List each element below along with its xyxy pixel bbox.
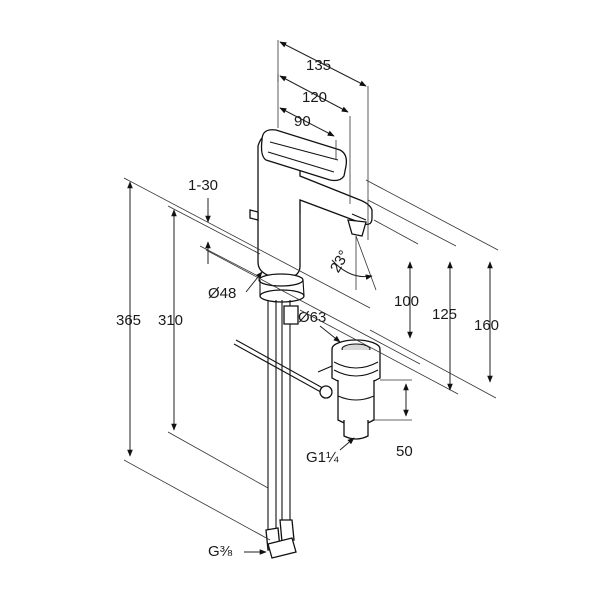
thread-labels: G1¼ G⅜ <box>208 437 355 560</box>
dia-48-label: Ø48 <box>208 285 236 302</box>
dim-90-label: 90 <box>294 113 311 130</box>
dim-100-label: 100 <box>394 293 419 310</box>
dim-left-group: 365 310 <box>116 177 371 541</box>
dim-1-30-group: 1-30 <box>188 177 259 277</box>
thread-g1-1-4-label: G1¼ <box>306 449 339 466</box>
dim-diameter-group: Ø48 Ø63 <box>208 271 341 343</box>
dim-160-label: 160 <box>474 317 499 334</box>
dim-125-label: 125 <box>432 306 457 323</box>
dim-50-group: 50 <box>372 379 413 460</box>
dim-1-30-label: 1-30 <box>188 177 218 194</box>
dim-50-label: 50 <box>396 443 413 460</box>
dim-365-label: 365 <box>116 312 141 329</box>
faucet-body <box>249 129 373 559</box>
thread-g3-8-label: G⅜ <box>208 543 233 560</box>
dim-120-label: 120 <box>302 89 327 106</box>
dim-right-group: 100 125 160 <box>205 179 499 399</box>
dim-top-group: 135 120 90 <box>277 40 369 240</box>
angle-23-label: 23° <box>327 248 353 276</box>
popup-rod <box>233 339 333 399</box>
dim-angle-group: 23° <box>327 235 377 291</box>
dim-310-label: 310 <box>158 312 183 329</box>
dim-135-label: 135 <box>306 57 331 74</box>
dia-63-label: Ø63 <box>298 309 326 326</box>
waste-valve <box>317 339 381 440</box>
